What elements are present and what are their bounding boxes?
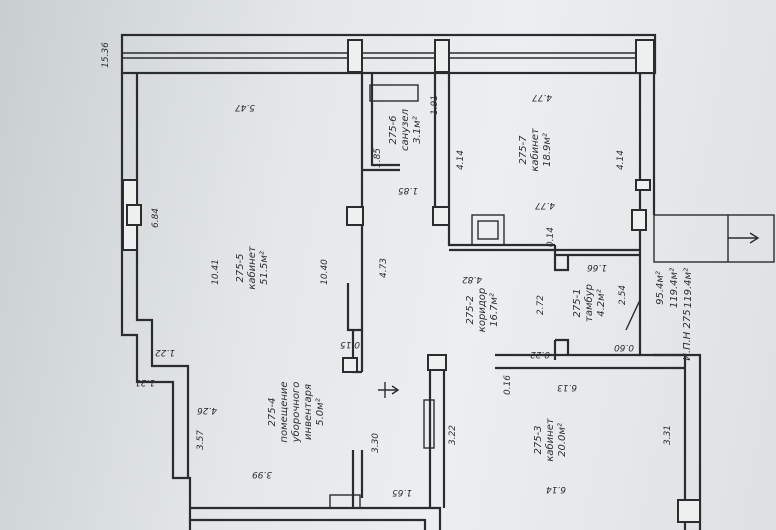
dim-1-66: 1.66 (587, 262, 607, 272)
inventory-number: И.П.Н 275 (682, 309, 693, 360)
dim-4-14-b: 4.14 (616, 150, 626, 170)
room-275-3-id: 275-3 (533, 425, 544, 454)
dim-4-14-a: 4.14 (456, 150, 466, 170)
room-275-4-id: 275-4 (267, 397, 278, 426)
room-275-6-area: 3.1м² (412, 116, 423, 143)
dim-1-65: 1.65 (392, 487, 412, 497)
dim-1-22: 1.22 (155, 347, 175, 357)
dim-10-40: 10.40 (320, 259, 330, 285)
room-275-1-name: тамбур (583, 284, 595, 322)
dim-0-22: 0.22 (530, 349, 550, 359)
dim-1-85-a: 1.85 (373, 148, 383, 168)
room-275-5: 275-5 кабинет 51.5м² (235, 245, 270, 290)
room-275-4-area: 5.0м² (315, 398, 326, 425)
room-275-3-area: 20.0м² (557, 423, 568, 457)
summary-area-a: 95.4м² (655, 271, 666, 305)
dim-6-84: 6.84 (151, 208, 161, 228)
dimension-labels: 15.36 5.47 1.91 4.77 1.85 1.85 4.14 4.14… (101, 42, 673, 497)
room-275-2-area: 16.7м² (489, 293, 500, 327)
dim-4-73: 4.73 (379, 258, 389, 278)
top-wall (120, 33, 657, 75)
room-275-6-id: 275-6 (388, 115, 399, 144)
dim-3-22: 3.22 (448, 425, 458, 445)
dim-3-31: 3.31 (663, 425, 673, 445)
dim-6-14: 6.14 (546, 484, 566, 494)
room-275-4-name-3: инвентаря (303, 384, 314, 440)
entrance-porch (653, 214, 775, 263)
dim-3-57: 3.57 (196, 430, 206, 450)
dim-4-77-mid: 4.77 (535, 200, 555, 210)
dim-0-60: 0.60 (614, 342, 634, 352)
summary-area-b: 119.4м² (669, 268, 680, 308)
dim-1-91: 1.91 (430, 95, 440, 115)
dim-0-15: 0.15 (340, 339, 360, 349)
dim-3-30: 3.30 (371, 433, 381, 453)
dim-3-99: 3.99 (252, 469, 272, 479)
room-275-5-name: кабинет (246, 245, 258, 290)
dim-1-21: 1.21 (135, 377, 155, 387)
summary-area-c: 119.4м² (683, 268, 694, 308)
bathroom-walls (346, 73, 555, 283)
room-275-4-name-2: уборочного (290, 382, 302, 444)
dim-5-47: 5.47 (235, 102, 255, 112)
room-275-2-id: 275-2 (465, 295, 476, 324)
room-275-1: 275-1 тамбур 4.2м² (572, 284, 607, 322)
dim-0-16: 0.16 (503, 375, 513, 395)
room-275-2-name: коридор (477, 288, 488, 332)
inventory-label: И.П.Н 275 (682, 309, 693, 360)
room-275-7-area: 18.9м² (542, 133, 553, 167)
vestibule-walls (553, 245, 641, 360)
room-275-6-name: санузел (400, 108, 411, 151)
room-275-3-name: кабинет (544, 417, 556, 462)
area-summary: 95.4м² 119.4м² 119.4м² (655, 268, 694, 308)
dim-15-36: 15.36 (101, 42, 111, 68)
room-275-4: 275-4 помещение уборочного инвентаря 5.0… (267, 381, 326, 443)
dim-6-13: 6.13 (557, 382, 577, 392)
room-275-7: 275-7 кабинет 18.9м² (518, 127, 553, 172)
dim-4-82: 4.82 (462, 274, 482, 284)
dim-4-77-top: 4.77 (532, 92, 552, 102)
room-275-2: 275-2 коридор 16.7м² (465, 288, 500, 332)
dim-4-26: 4.26 (197, 405, 217, 415)
room-275-3: 275-3 кабинет 20.0м² (533, 417, 568, 462)
right-wall (631, 73, 702, 530)
room-275-5-id: 275-5 (235, 253, 246, 282)
dim-2-72: 2.72 (536, 295, 546, 315)
room-275-1-area: 4.2м² (596, 289, 607, 316)
dim-1-85-b: 1.85 (398, 185, 418, 195)
corridor-walls (329, 283, 685, 509)
dim-2-54: 2.54 (618, 285, 628, 305)
dim-10-41: 10.41 (211, 259, 221, 285)
room-275-7-name: кабинет (529, 127, 541, 172)
dim-0-14: 0.14 (546, 227, 556, 247)
room-275-4-name-1: помещение (279, 381, 290, 442)
bottom-wall (190, 499, 701, 530)
room-275-7-id: 275-7 (518, 135, 529, 165)
room-275-5-area: 51.5м² (259, 251, 270, 285)
room-275-1-id: 275-1 (572, 288, 583, 317)
room-275-6: 275-6 санузел 3.1м² (388, 108, 423, 151)
left-wall (120, 73, 192, 530)
